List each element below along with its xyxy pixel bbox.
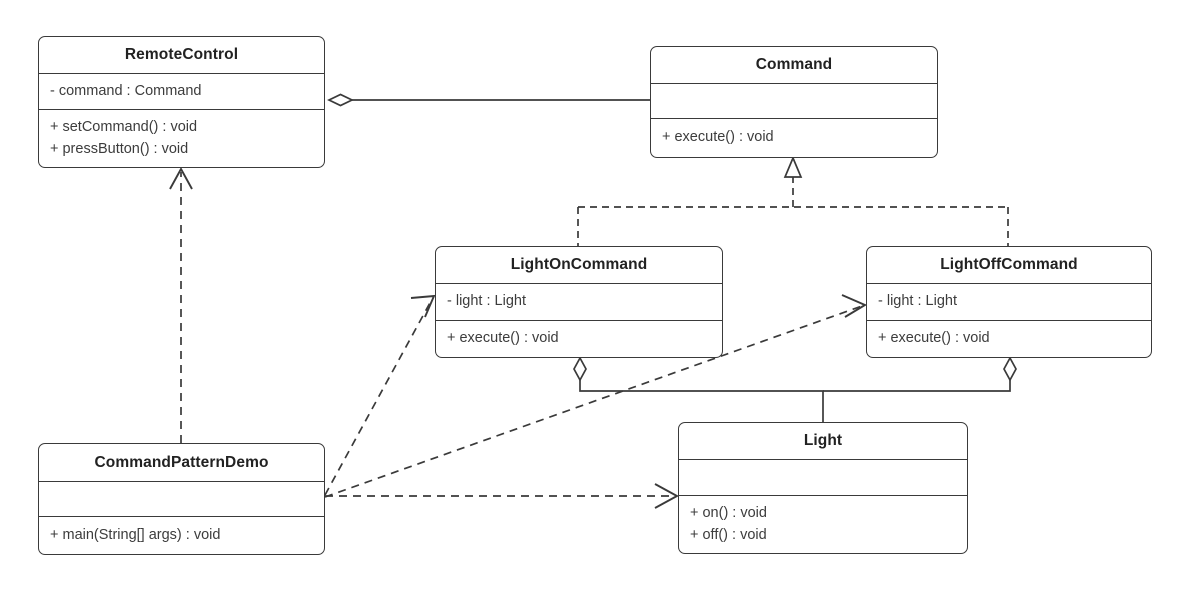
aggregation-diamond-remote-control <box>327 93 354 107</box>
attributes-compartment-remote-control: - command : Command <box>39 73 324 109</box>
class-box-command[interactable]: Command + execute() : void <box>650 46 938 158</box>
aggregation-diamond-light-off-command <box>1003 356 1017 382</box>
class-name-command: Command <box>755 56 833 73</box>
dependency-open-arrowhead-light-off-command <box>841 294 868 318</box>
method-item: + execute() : void <box>662 129 774 146</box>
dependency-open-arrowhead-light <box>654 483 679 509</box>
method-item: + pressButton() : void <box>50 141 189 157</box>
methods-compartment-light-on-command: + execute() : void <box>436 320 722 357</box>
edge-demo-depends-on-light <box>325 483 679 509</box>
method-item: + on() : void <box>690 504 767 521</box>
dependency-open-arrowhead-remote-control <box>169 167 193 190</box>
method-item: + main(String[] args) : void <box>50 526 221 543</box>
attributes-compartment-command-pattern-demo <box>39 481 324 516</box>
methods-compartment-light-off-command: + execute() : void <box>867 320 1151 357</box>
class-box-light[interactable]: Light + on() : void + off() : void <box>678 422 968 554</box>
class-box-light-on-command[interactable]: LightOnCommand - light : Light + execute… <box>435 246 723 358</box>
attribute-item: - command : Command <box>50 82 202 99</box>
edge-demo-depends-on-light-on-command <box>324 294 436 496</box>
edge-demo-depends-on-remote-control <box>169 167 193 443</box>
edge-light-off-command-aggregates-light <box>823 356 1017 392</box>
aggregation-diamond-light-on-command <box>573 356 587 382</box>
edge-remote-control-aggregates-command <box>327 93 650 107</box>
class-box-remote-control[interactable]: RemoteControl - command : Command + setC… <box>38 36 325 168</box>
realization-triangle-arrowhead <box>783 155 803 178</box>
methods-compartment-light: + on() : void + off() : void <box>679 495 967 553</box>
class-name-remote-control: RemoteControl <box>124 46 239 63</box>
dependency-open-arrowhead-light-on-command <box>410 294 436 318</box>
methods-compartment-command: + execute() : void <box>651 118 937 157</box>
attributes-compartment-light-on-command: - light : Light <box>436 283 722 320</box>
methods-compartment-remote-control: + setCommand() : void + pressButton() : … <box>39 109 324 167</box>
attributes-compartment-light <box>679 459 967 495</box>
method-item: + execute() : void <box>447 330 559 347</box>
class-name-light: Light <box>803 432 843 449</box>
method-item: + setCommand() : void <box>50 118 198 135</box>
method-item: + off() : void <box>690 527 767 543</box>
edge-light-on-command-aggregates-light <box>573 356 824 422</box>
class-name-command-pattern-demo: CommandPatternDemo <box>94 453 269 471</box>
class-name-light-on-command: LightOnCommand <box>510 256 648 273</box>
edge-realization-tree-to-command <box>577 155 1009 246</box>
attributes-compartment-command <box>651 83 937 118</box>
class-box-command-pattern-demo[interactable]: CommandPatternDemo + main(String[] args)… <box>38 443 325 555</box>
method-item: + execute() : void <box>878 330 990 347</box>
attributes-compartment-light-off-command: - light : Light <box>867 283 1151 320</box>
attribute-item: - light : Light <box>878 293 957 310</box>
class-name-light-off-command: LightOffCommand <box>940 256 1078 273</box>
attribute-item: - light : Light <box>447 293 526 310</box>
methods-compartment-command-pattern-demo: + main(String[] args) : void <box>39 516 324 554</box>
class-box-light-off-command[interactable]: LightOffCommand - light : Light + execut… <box>866 246 1152 358</box>
